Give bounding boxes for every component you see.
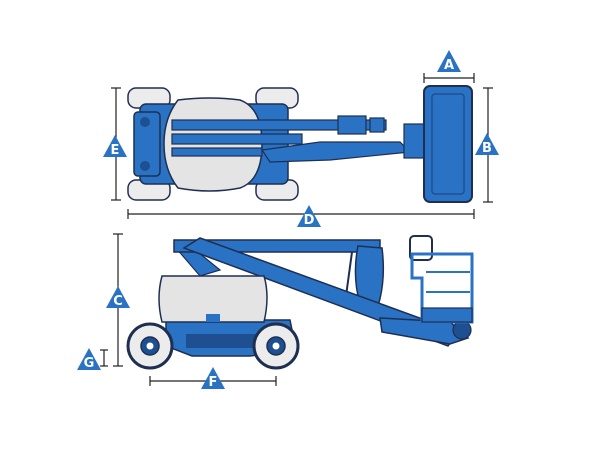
dimension-badge-d: D	[297, 205, 321, 228]
dimension-badge-f: F	[201, 367, 225, 390]
dimension-label-c: C	[113, 294, 123, 309]
dimension-badge-a: A	[437, 50, 461, 73]
dimension-badge-c: C	[106, 286, 130, 309]
dimension-label-d: D	[304, 213, 315, 228]
dimension-badge-g: G	[77, 348, 101, 371]
wheel-rear	[126, 322, 174, 370]
wheel-front	[252, 322, 300, 370]
dimension-badge-e: E	[103, 135, 127, 158]
platform-control-rail	[409, 235, 433, 261]
counterweight-top	[133, 111, 161, 177]
platform-top	[423, 85, 473, 203]
boom-upper-top	[171, 119, 387, 131]
top-view	[127, 85, 473, 203]
boom-lower-top	[171, 133, 303, 145]
dimension-label-b: B	[482, 141, 492, 156]
dimension-label-f: F	[209, 375, 218, 390]
dimension-badge-b: B	[475, 133, 499, 156]
side-view	[126, 235, 474, 370]
turntable-body-side	[158, 275, 268, 323]
dimension-label-g: G	[84, 356, 95, 371]
dimension-label-e: E	[111, 143, 120, 158]
dimension-label-a: A	[444, 58, 454, 73]
